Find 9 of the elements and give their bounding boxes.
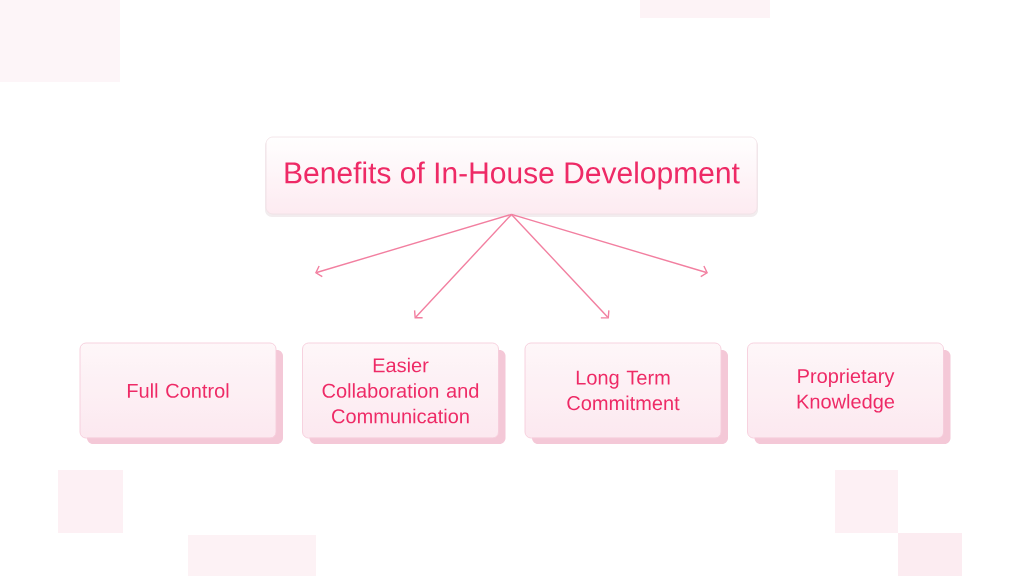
process-box: Long Term Commitment — [524, 342, 728, 444]
process-box: Full Control — [79, 342, 283, 444]
arrow — [315, 213, 513, 278]
arrow — [510, 213, 610, 319]
title-box: Benefits of In-House Development — [265, 136, 758, 217]
arrow — [413, 213, 513, 319]
process-box: Easier Collaboration and Communication — [302, 342, 506, 444]
process-box: Proprietary Knowledge — [747, 342, 951, 444]
arrow — [510, 213, 708, 278]
